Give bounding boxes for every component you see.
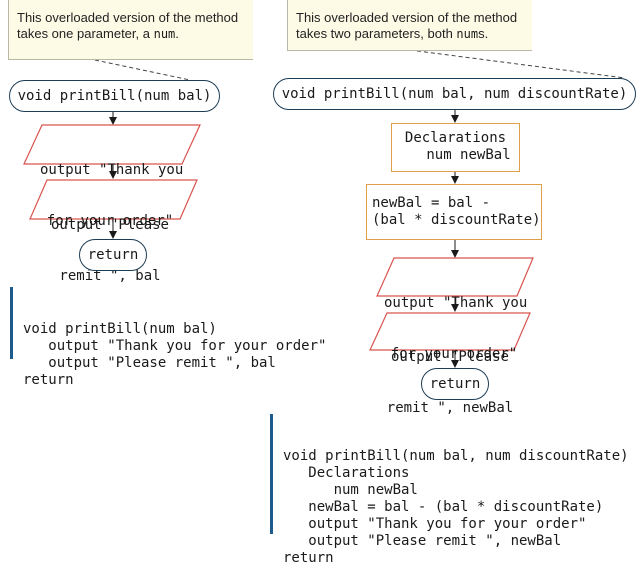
left-output1-text: output "Thank you for your order": [40, 128, 184, 247]
right-method-header: void printBill(num bal, num discountRate…: [273, 78, 636, 110]
left-output1-line2: for your order": [46, 213, 174, 229]
right-return-label: return: [429, 376, 481, 392]
right-output2-line2: remit ", newBal: [386, 400, 514, 416]
right-note-line2-prefix: takes two parameters, both: [296, 26, 457, 41]
left-code-line-2: output "Please remit ", bal: [23, 355, 276, 371]
right-assign-line1: newBal = bal -: [372, 195, 491, 211]
right-callout-line: [409, 49, 626, 79]
right-note: This overloaded version of the method ta…: [287, 0, 532, 51]
right-code-line-0: void printBill(num bal, num discountRate…: [283, 448, 629, 464]
left-note-line2-prefix: takes one parameter, a: [17, 26, 154, 41]
left-output1-line1: output "Thank you: [40, 162, 184, 178]
left-callout-line: [94, 59, 191, 81]
right-output1-line1: output "Thank you: [384, 295, 528, 311]
right-output2-shape: [369, 312, 531, 351]
left-pseudocode: void printBill(num bal) output "Thank yo…: [10, 287, 340, 388]
right-note-line2-suffix: s.: [478, 26, 489, 41]
left-code-line-1: output "Thank you for your order": [23, 338, 327, 354]
right-output2-line1: output "Please: [390, 349, 509, 365]
right-code-line-2: num newBal: [283, 482, 418, 498]
left-method-header-text: void printBill(num bal): [17, 88, 212, 104]
left-output2-line2: remit ", bal: [59, 268, 161, 284]
right-output2-text: output "Please remit ", newBal: [380, 315, 520, 434]
left-output2-line1: output "Please: [50, 217, 169, 233]
right-assign-box: newBal = bal - (bal * discountRate): [366, 184, 542, 240]
left-return-terminal: return: [79, 239, 147, 271]
left-output1-shape: [23, 124, 201, 165]
right-code-line-3: newBal = bal - (bal * discountRate): [283, 499, 604, 515]
right-code-line-4: output "Thank you for your order": [283, 516, 587, 532]
left-output2-shape: [29, 179, 198, 220]
left-note-line2: takes one parameter, a num.: [17, 26, 245, 42]
right-output1-text: output "Thank you for your order": [384, 261, 528, 380]
right-declarations-line2: num newBal: [426, 147, 511, 163]
right-return-terminal: return: [421, 368, 489, 400]
right-note-line2: takes two parameters, both nums.: [296, 26, 524, 42]
right-code-line-5: output "Please remit ", newBal: [283, 533, 562, 549]
right-declarations-box: Declarations num newBal: [391, 123, 520, 172]
right-code-line-6: return: [283, 550, 334, 566]
right-output1-shape: [376, 257, 534, 297]
right-declarations-line1: Declarations: [404, 130, 507, 146]
right-note-line1: This overloaded version of the method: [296, 10, 518, 25]
right-output1-line2: for your order": [390, 346, 518, 362]
right-assign-line2: (bal * discountRate): [372, 212, 541, 228]
left-note-line1: This overloaded version of the method: [17, 10, 239, 25]
right-pseudocode: void printBill(num bal, num discountRate…: [270, 414, 638, 566]
left-method-header: void printBill(num bal): [9, 80, 220, 112]
left-note-line2-code: num: [153, 27, 176, 41]
flowchart-lines: [23, 49, 626, 368]
left-return-label: return: [87, 247, 139, 263]
left-note-line2-suffix: .: [175, 26, 179, 41]
right-code-line-1: Declarations: [283, 465, 410, 481]
right-method-header-text: void printBill(num bal, num discountRate…: [281, 86, 628, 102]
left-output2-text: output "Please remit ", bal: [45, 183, 175, 302]
left-code-line-3: return: [23, 372, 74, 388]
left-code-line-0: void printBill(num bal): [23, 321, 217, 337]
left-note: This overloaded version of the method ta…: [8, 0, 253, 60]
right-note-line2-code: num: [456, 27, 479, 41]
